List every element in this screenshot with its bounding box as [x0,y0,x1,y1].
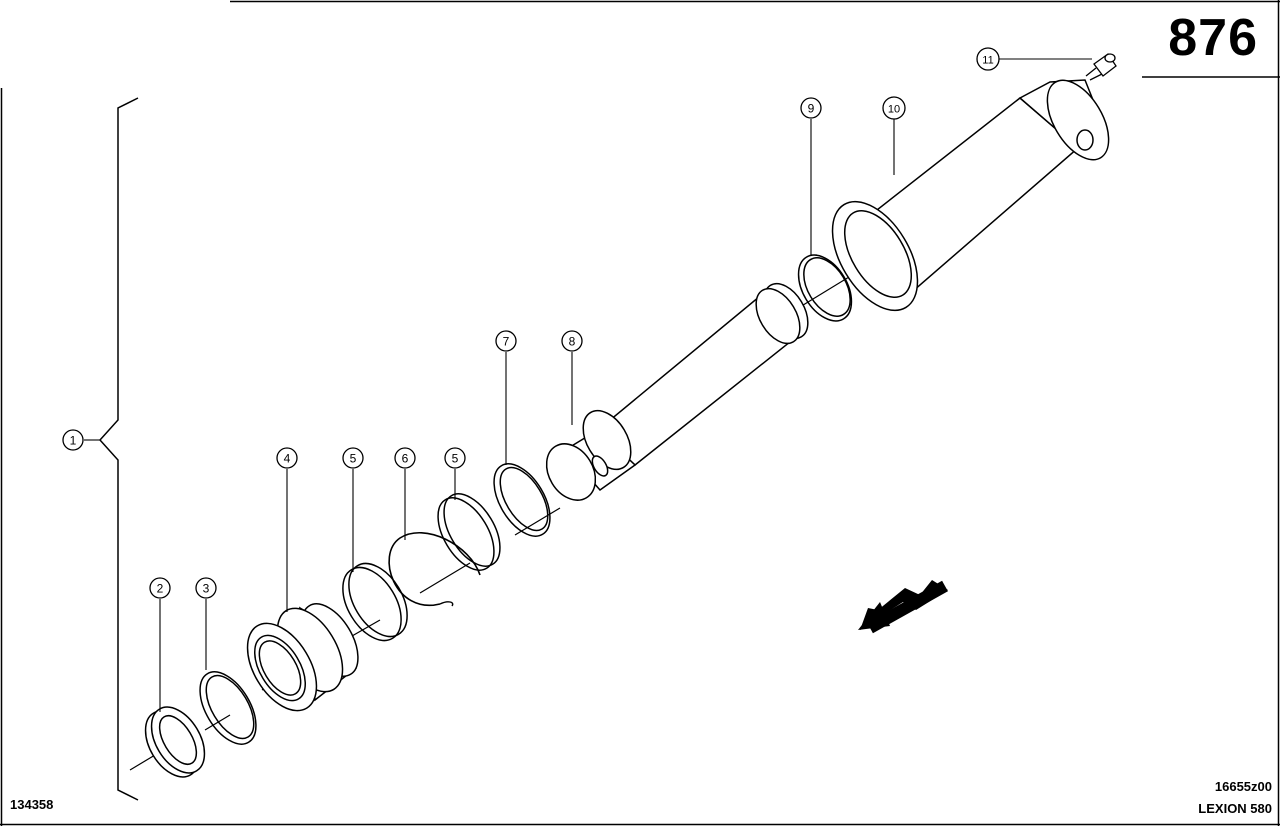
callout-label: 10 [888,104,900,116]
callout-8: 8 [561,330,583,352]
callout-11: 11 [976,47,1000,71]
seal-ring [199,671,257,745]
guide-ring-b [437,493,501,571]
gland-nut [246,603,359,712]
callout-label: 8 [569,335,576,349]
assembly-brace [98,97,139,801]
piston-rod [545,282,809,501]
leader-lines [84,58,1092,712]
cylinder-barrel [831,79,1110,312]
callout-label: 5 [452,452,459,466]
callout-1: 1 [62,429,84,451]
callout-3: 3 [195,577,217,599]
callout-label: 1 [70,434,77,448]
callout-label: 3 [203,582,210,596]
callout-label: 11 [982,55,993,67]
callout-5b: 5 [444,447,466,469]
callout-6: 6 [394,447,416,469]
callout-10: 10 [882,96,906,120]
callout-label: 6 [402,452,409,466]
model-name: LEXION 580 [1198,801,1272,816]
callout-label: 4 [284,452,291,466]
page-number: 876 [1168,9,1258,67]
callout-5a: 5 [342,447,364,469]
figure-code: 16655z00 [1214,779,1272,794]
bleed-nipple [1085,53,1117,81]
drawing-id: 134358 [10,797,54,812]
callout-label: 9 [808,102,815,116]
callout-2: 2 [149,577,171,599]
callout-4: 4 [276,447,298,469]
piston-seal [493,463,551,537]
wiper-ring [144,706,206,778]
snap-ring [388,532,481,607]
callout-label: 2 [157,582,164,596]
callout-label: 7 [503,335,510,349]
o-ring [797,254,853,322]
guide-ring-a [342,562,408,642]
callout-7: 7 [495,330,517,352]
callout-label: 5 [350,452,357,466]
callout-9: 9 [800,97,822,119]
